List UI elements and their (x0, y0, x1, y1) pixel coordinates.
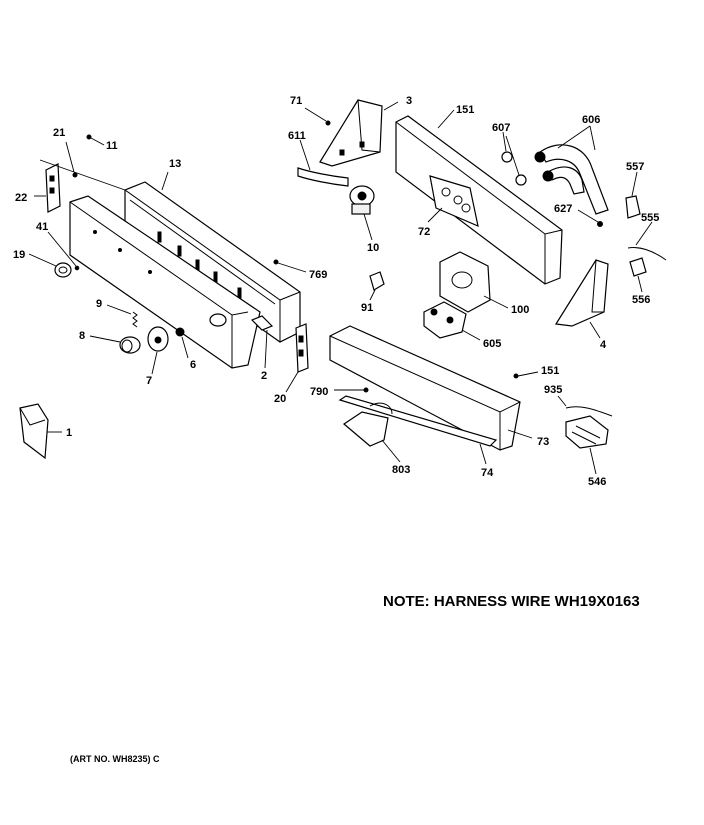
part-10-pressure-switch (349, 185, 375, 241)
part-73-base (329, 325, 533, 451)
part-100-timer (439, 251, 509, 313)
callout-2: 2 (261, 370, 267, 382)
part-4-bracket (554, 259, 609, 339)
callout-151-bottom: 151 (541, 365, 559, 377)
callout-4: 4 (600, 339, 607, 351)
callout-labels: 1 2 3 4 6 7 8 9 10 11 13 19 20 21 22 41 … (13, 95, 659, 488)
callout-790: 790 (310, 386, 328, 398)
callout-19: 19 (13, 249, 25, 261)
part-74-strip (338, 395, 498, 465)
callout-611: 611 (288, 130, 306, 142)
callout-91: 91 (361, 302, 373, 314)
part-546-harness (565, 415, 609, 475)
part-803-dispenser (343, 402, 401, 463)
art-number: (ART NO. WH8235) C (70, 754, 160, 764)
part-611-hose (297, 139, 349, 187)
callout-9: 9 (96, 298, 102, 310)
callout-935: 935 (544, 384, 562, 396)
callout-546: 546 (588, 476, 606, 488)
callout-8: 8 (79, 330, 85, 342)
part-8-knob (89, 335, 141, 354)
control-panel (69, 195, 261, 369)
callout-20: 20 (274, 393, 286, 405)
part-72-back-panel (395, 109, 563, 285)
part-790-screw (334, 387, 369, 393)
callout-556: 556 (632, 294, 650, 306)
callout-13: 13 (169, 158, 181, 170)
callout-803: 803 (392, 464, 410, 476)
part-555-wire (627, 221, 667, 261)
part-91-clip (369, 271, 385, 301)
callout-74: 74 (481, 467, 494, 479)
callout-627: 627 (554, 203, 572, 215)
callout-7: 7 (146, 375, 152, 387)
part-20-switch (285, 323, 309, 393)
callout-1: 1 (66, 427, 72, 439)
part-11-screw (86, 134, 105, 146)
callout-555: 555 (641, 212, 659, 224)
part-2-switch (250, 315, 274, 369)
part-935-wire (557, 395, 613, 417)
part-3-bracket (319, 99, 399, 167)
callout-607: 607 (492, 122, 510, 134)
callout-11: 11 (106, 140, 118, 152)
callout-22: 22 (15, 192, 27, 204)
part-627-clip (577, 209, 603, 227)
part-1-literature (19, 403, 62, 460)
part-557-valve (625, 171, 641, 219)
callout-769: 769 (309, 269, 327, 281)
harness-note: NOTE: HARNESS WIRE WH19X0163 (383, 593, 640, 610)
part-607-washers (501, 131, 527, 186)
callout-10: 10 (367, 242, 379, 254)
callout-3: 3 (406, 95, 412, 107)
part-22-bracket (34, 141, 78, 213)
callout-100: 100 (511, 304, 529, 316)
part-151-screw (513, 371, 539, 379)
callout-72: 72 (418, 226, 430, 238)
part-9-spring (106, 304, 138, 328)
part-71-screw (304, 107, 331, 126)
callout-557: 557 (626, 161, 644, 173)
part-19-knob (28, 231, 80, 278)
part-7-dial (147, 326, 169, 375)
callout-21: 21 (53, 127, 65, 139)
callout-151-top: 151 (456, 104, 474, 116)
part-6-clip (175, 327, 189, 359)
callout-41: 41 (36, 221, 48, 233)
part-606-hoses (534, 125, 609, 215)
callout-606: 606 (582, 114, 600, 126)
part-556-connector (629, 257, 647, 293)
part-769-screw (273, 259, 307, 273)
callout-73: 73 (537, 436, 549, 448)
callout-6: 6 (190, 359, 196, 371)
part-605-switch (423, 301, 481, 341)
callout-605: 605 (483, 338, 501, 350)
callout-71: 71 (290, 95, 302, 107)
